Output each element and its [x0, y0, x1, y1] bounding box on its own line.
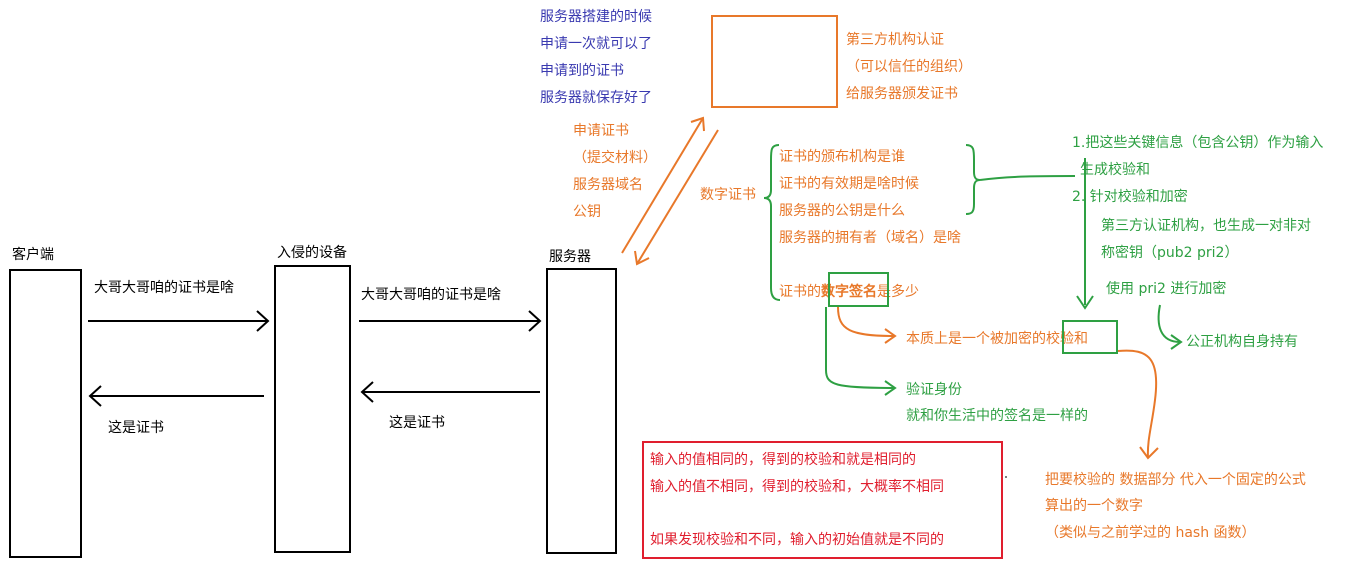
signature-analogy-line: 就和你生活中的签名是一样的	[906, 408, 1088, 424]
arrow-intruder-to-client-head	[88, 385, 102, 407]
connector-signature-verify-head	[884, 380, 897, 396]
essence-prefix: 本质上是一个被加密的	[906, 331, 1046, 347]
server-note-line-2: 申请一次就可以了	[540, 36, 652, 52]
server-label: 服务器	[549, 249, 591, 265]
third-party-box	[711, 15, 838, 108]
connector-signature-verify	[825, 307, 896, 389]
connector-checksum-note	[1117, 349, 1158, 459]
red-note-line-1: 输入的值相同的，得到的校验和就是相同的	[650, 452, 916, 468]
step-3-line: 使用 pri2 进行加密	[1106, 281, 1227, 297]
response-label-2: 这是证书	[389, 415, 445, 431]
signature-highlight-box	[828, 272, 889, 307]
checksum-highlight-box	[1062, 320, 1118, 354]
checksum-property-box	[642, 441, 1003, 559]
red-note-line-2: 输入的值不相同，得到的校验和，大概率不相同	[650, 479, 944, 495]
signature-prefix: 证书的	[779, 284, 821, 300]
arrow-server-to-intruder-head	[360, 381, 374, 403]
connector-pri2-holder-head	[1170, 334, 1183, 350]
cert-item-public-key: 服务器的公钥是什么	[779, 203, 905, 219]
checksum-note-line-3: （类似与之前学过的 hash 函数）	[1045, 525, 1256, 541]
apply-line-3: 服务器域名	[573, 177, 643, 193]
brace-cert-items	[763, 144, 781, 301]
intruder-label: 入侵的设备	[277, 245, 347, 261]
cert-item-issuer: 证书的颁布机构是谁	[779, 149, 905, 165]
cert-item-validity: 证书的有效期是啥时候	[779, 176, 919, 192]
checksum-note-line-2: 算出的一个数字	[1045, 498, 1143, 514]
intruder-lifeline-box	[274, 265, 351, 553]
client-lifeline-box	[9, 269, 82, 558]
server-note-line-4: 服务器就保存好了	[540, 90, 652, 106]
arrow-apply-certificate-head	[690, 116, 705, 132]
connector-signature-essence-head	[884, 328, 897, 344]
checksum-note-line-1: 把要校验的 数据部分 代入一个固定的公式	[1045, 472, 1306, 488]
server-note-line-1: 服务器搭建的时候	[540, 9, 652, 25]
arrow-issue-certificate	[636, 129, 719, 265]
digital-certificate-label: 数字证书	[700, 187, 756, 203]
connector-signature-essence	[837, 306, 896, 337]
request-label-1: 大哥大哥咱的证书是啥	[94, 280, 234, 296]
third-party-line-1: 第三方机构认证	[846, 32, 944, 48]
authority-holds-key: 公正机构自身持有	[1186, 334, 1298, 350]
connector-pri2-holder	[1157, 304, 1181, 343]
step-2-detail-b: 称密钥（pub2 pri2）	[1101, 245, 1239, 261]
red-note-line-3: 如果发现校验和不同，输入的初始值就是不同的	[650, 532, 944, 548]
response-label-1: 这是证书	[108, 420, 164, 436]
server-lifeline-box	[546, 268, 617, 554]
arrow-intruder-to-server-head	[528, 310, 542, 332]
essence-checksum-word: 校验和	[1046, 331, 1088, 347]
step-1-line-a: 1.把这些关键信息（包含公钥）作为输入	[1072, 135, 1324, 151]
apply-line-2: （提交材料）	[573, 150, 657, 166]
apply-line-4: 公钥	[573, 204, 601, 220]
essence-line: 本质上是一个被加密的校验和	[906, 330, 1088, 348]
step-2-detail-a: 第三方认证机构，也生成一对非对	[1101, 218, 1311, 234]
apply-line-1: 申请证书	[573, 123, 629, 139]
cert-item-owner: 服务器的拥有者（域名）是啥	[779, 230, 961, 246]
server-note-line-3: 申请到的证书	[540, 63, 624, 79]
request-label-2: 大哥大哥咱的证书是啥	[361, 287, 501, 303]
connector-key-info-steps	[979, 175, 1076, 181]
arrow-client-to-intruder-head	[256, 310, 270, 332]
verify-identity-line: 验证身份	[906, 382, 962, 398]
signature-word: 数字签名	[821, 284, 877, 300]
brace-key-info	[965, 144, 981, 215]
step-2-line: 2. 针对校验和加密	[1072, 189, 1188, 205]
third-party-line-2: （可以信任的组织）	[846, 59, 972, 75]
stray-dot	[1005, 476, 1007, 478]
third-party-line-3: 给服务器颁发证书	[846, 86, 958, 102]
connector-steps-checksum-head	[1076, 295, 1094, 310]
connector-checksum-note-head	[1139, 446, 1159, 460]
arrow-issue-certificate-head	[634, 250, 650, 266]
arrow-apply-certificate	[621, 117, 704, 254]
step-1-line-b: 生成校验和	[1080, 162, 1150, 178]
client-label: 客户端	[12, 247, 54, 263]
